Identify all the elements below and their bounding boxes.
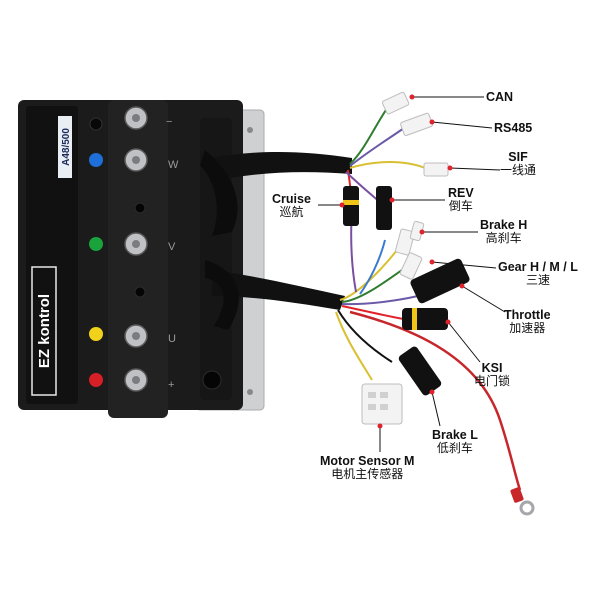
plate-hole-bottom — [247, 389, 253, 395]
label-brake-l-zh: 低刹车 — [436, 441, 473, 456]
leader-ksi — [447, 321, 481, 363]
label-rev-en: REV — [448, 186, 474, 200]
label-gear: Gear H / M / L 三速 — [498, 260, 578, 288]
cruise-seal — [343, 200, 359, 205]
motor-sensor-pins — [368, 392, 388, 410]
sif-connector — [423, 162, 449, 177]
label-rs485-en: RS485 — [494, 121, 533, 135]
label-motor-sensor-zh: 电机主传感器 — [331, 467, 404, 482]
label-rev-zh: 倒车 — [448, 199, 473, 214]
led-blue — [89, 153, 103, 167]
label-sif: SIF 一线通 — [500, 150, 536, 178]
label-cruise-en: Cruise — [272, 192, 311, 206]
brand-logo: EZ kontrol — [31, 266, 57, 396]
terminal-w: W — [168, 159, 179, 171]
leader-lines — [318, 96, 506, 452]
label-brake-l: Brake L 低刹车 — [432, 428, 478, 456]
label-ksi-en: KSI — [481, 361, 503, 375]
label-rev: REV 倒车 — [448, 186, 474, 214]
led-green — [89, 237, 103, 251]
leader-sif — [449, 167, 501, 171]
leader-gear — [431, 261, 497, 269]
label-gear-en: Gear H / M / L — [498, 260, 578, 274]
screw-top-left — [89, 117, 103, 131]
rs485-connector — [400, 112, 433, 137]
leader-dots — [339, 94, 465, 429]
red-ksi-wire — [349, 310, 522, 491]
label-sif-zh: 一线通 — [500, 163, 537, 178]
terminal-v: V — [168, 241, 176, 253]
can-connector — [381, 91, 410, 115]
terminal-u: U — [168, 333, 176, 345]
led-yellow — [89, 327, 103, 341]
label-ksi: KSI 电门锁 — [474, 361, 510, 389]
led-red — [89, 373, 103, 387]
cruise-connector — [343, 186, 359, 226]
label-throttle-en: Throttle — [504, 308, 551, 322]
label-sif-en: SIF — [508, 150, 528, 164]
label-ksi-zh: 电门锁 — [474, 374, 511, 389]
terminal-bolt-centers — [132, 114, 140, 384]
ksi-connector — [402, 308, 448, 330]
upper-cable-sleeve — [200, 150, 238, 236]
label-throttle-zh: 加速器 — [509, 321, 546, 336]
lower-cable-bundle — [212, 270, 345, 310]
body-screws — [134, 202, 222, 390]
label-cruise-zh: 巡航 — [279, 205, 304, 220]
plate-hole-top — [247, 127, 253, 133]
label-can: CAN — [486, 90, 513, 104]
model-text: A48/500 — [61, 128, 72, 166]
label-rs485: RS485 — [494, 121, 532, 135]
leader-throttle — [461, 285, 506, 313]
lower-cable-sleeve — [205, 260, 239, 330]
label-brake-h: Brake H 高刹车 — [480, 218, 527, 246]
label-brake-l-en: Brake L — [432, 428, 478, 442]
label-gear-zh: 三速 — [525, 273, 550, 288]
upper-cable-bundle — [210, 152, 352, 182]
model-label: A48/500 — [58, 116, 72, 178]
brand-text: EZ kontrol — [36, 294, 53, 368]
leader-brake-l — [431, 391, 441, 427]
terminal-plus: + — [168, 379, 174, 391]
terminal-minus: − — [166, 116, 172, 128]
label-motor-sensor-en: Motor Sensor M — [320, 454, 415, 468]
rev-connector — [376, 186, 392, 230]
terminal-block — [108, 100, 168, 418]
brake-h-connector — [395, 220, 425, 256]
label-motor-sensor: Motor Sensor M 电机主传感器 — [320, 454, 414, 482]
leader-rs485 — [431, 121, 493, 129]
ring-terminal-sleeve — [510, 487, 524, 503]
gear-connector — [399, 252, 423, 280]
label-brake-h-zh: 高刹车 — [485, 231, 522, 246]
label-brake-h-en: Brake H — [480, 218, 528, 232]
brake-l-connector — [398, 346, 442, 396]
throttle-connector — [410, 258, 470, 304]
label-throttle: Throttle 加速器 — [504, 308, 551, 336]
ring-terminal — [519, 500, 535, 516]
label-cruise: Cruise 巡航 — [272, 192, 311, 220]
label-can-en: CAN — [486, 90, 514, 104]
